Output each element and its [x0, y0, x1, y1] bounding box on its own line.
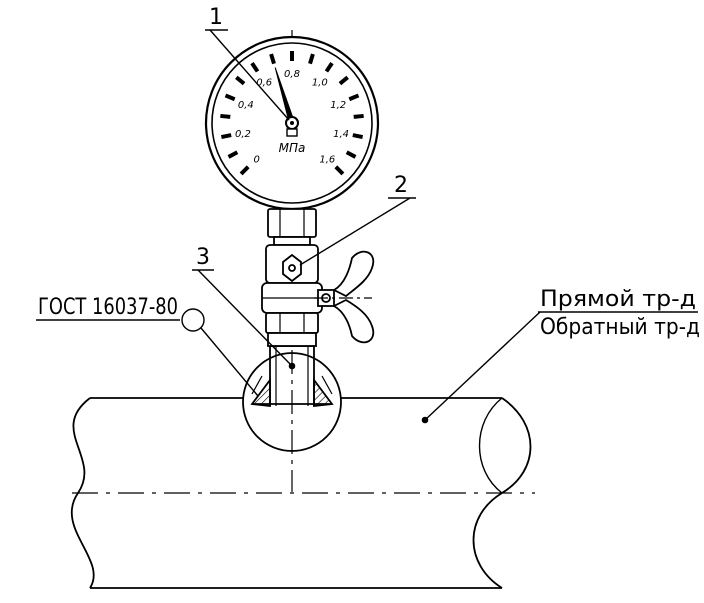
handle-wing-lower [332, 298, 375, 344]
pipe-end-inner [478, 397, 503, 494]
gauge-tick [338, 75, 349, 86]
gauge-scale-label: 1,0 [312, 77, 328, 88]
gauge-tick [220, 133, 232, 140]
weld-chamfer-right [321, 375, 333, 395]
valve-stem-center [288, 264, 296, 272]
leader-3 [197, 269, 293, 367]
ball-valve [261, 244, 375, 347]
pressure-gauge: 0 0,2 0,4 0,6 0,8 1,0 1,2 1,4 1,6 МПа [204, 35, 380, 211]
gauge-tick [227, 150, 239, 159]
gauge-nut [267, 208, 317, 238]
labels: 1 2 3 ГОСТ 16037-80 Прямой тр-д Обратный… [38, 5, 700, 340]
coupling-nut [265, 312, 319, 334]
gauge-neck [273, 236, 311, 246]
gauge-scale-label: 1,2 [330, 100, 346, 111]
gauge-scale-label: 1,4 [333, 129, 349, 140]
gauge-tick [250, 62, 260, 73]
gauge-tick [324, 62, 334, 73]
gauge-face [211, 42, 373, 204]
gauge-tick [235, 75, 246, 86]
weld-fillet-right [313, 377, 334, 408]
gauge-tick [308, 53, 315, 65]
callout-1: 1 [209, 5, 223, 30]
gauge-scale-label: 0,4 [238, 100, 254, 111]
gauge-scale-label: 0,8 [284, 69, 300, 80]
leader-1 [209, 29, 290, 121]
pipe [70, 397, 535, 589]
needle-pin [290, 121, 294, 125]
pipe-break-left [70, 397, 95, 589]
gauge-unit: МПа [279, 141, 306, 155]
gauge-tick [352, 133, 364, 140]
callout-2: 2 [394, 173, 408, 198]
leader-3-dot [288, 362, 296, 370]
weld-symbol-circle [181, 308, 205, 332]
gauge-tick [239, 165, 250, 176]
gauge-tick [334, 165, 345, 176]
leader-standard [200, 327, 259, 397]
gauge-scale-label: 1,6 [319, 154, 335, 165]
pipe-supply-label: Прямой тр-д [540, 287, 696, 312]
gauge-scale-label: 0,6 [256, 77, 272, 88]
coupling-thread [267, 332, 317, 347]
valve-stem-hex [282, 253, 302, 283]
gauge-scale-label: 0 [253, 154, 259, 165]
gauge-ticks [220, 51, 364, 176]
leader-pipe-dot [421, 416, 429, 424]
leader-lines [36, 29, 698, 424]
gauge-tick [224, 93, 236, 102]
gauge-tick [269, 53, 276, 65]
gauge-tick [220, 113, 231, 119]
gauge-tick [345, 150, 357, 159]
gauge-stem [267, 208, 317, 246]
leader-2 [299, 197, 411, 266]
gauge-tick [353, 113, 364, 119]
callout-3: 3 [196, 245, 210, 270]
standard-label: ГОСТ 16037-80 [38, 295, 178, 320]
leader-pipe [424, 311, 541, 421]
pipe-return-label: Обратный тр-д [540, 315, 700, 340]
gauge-scale-label: 0,2 [235, 129, 251, 140]
gauge-scale-labels: 0 0,2 0,4 0,6 0,8 1,0 1,2 1,4 1,6 [235, 69, 349, 165]
weld-fillet-left [250, 377, 271, 408]
needle-stop [286, 128, 298, 137]
handle-wing-upper [332, 250, 375, 298]
gauge-tick [348, 93, 360, 102]
